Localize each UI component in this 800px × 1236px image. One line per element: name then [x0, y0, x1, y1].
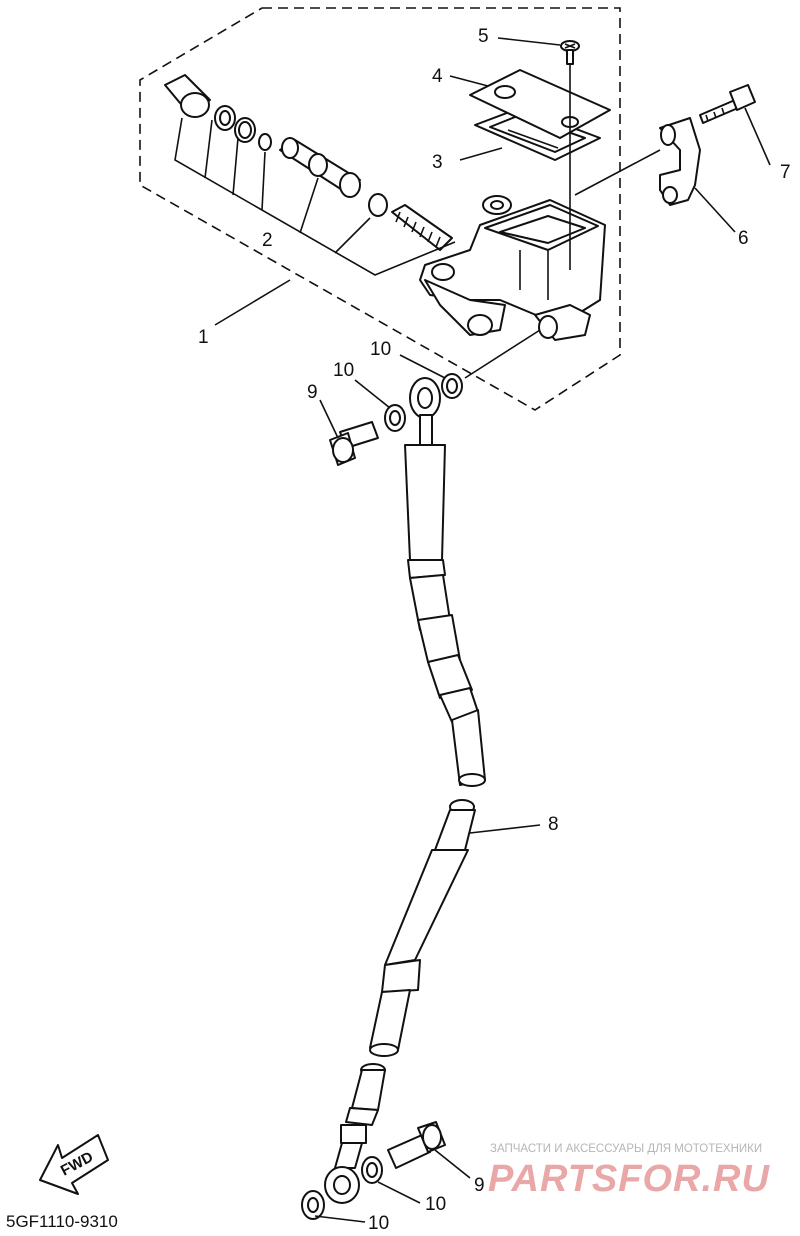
- clamp-leader-line: [574, 149, 661, 196]
- callout-7: 7: [780, 162, 791, 183]
- lower-washer-right: [361, 1156, 383, 1184]
- callout-10-upper-right: 10: [370, 339, 391, 360]
- brake-hose: [324, 377, 486, 1204]
- cap-screw: [560, 40, 580, 270]
- banjo-alignment-line: [464, 329, 541, 379]
- leader-1: [214, 279, 291, 326]
- leader-8: [469, 824, 541, 834]
- leader-9-lower: [434, 1149, 471, 1179]
- clamp-bolt: [699, 84, 756, 124]
- leader-3: [459, 147, 503, 161]
- leader-4: [449, 75, 489, 87]
- callout-6: 6: [738, 228, 749, 249]
- reservoir-cap: [469, 69, 611, 139]
- watermark-brand: PARTSFOR.RU: [488, 1158, 770, 1200]
- kit-leader-lines: [174, 117, 456, 276]
- watermark-tagline: ЗАПЧАСТИ И АКСЕССУАРЫ ДЛЯ МОТОТЕХНИКИ: [490, 1143, 762, 1155]
- callout-10-lower-right: 10: [425, 1194, 446, 1215]
- upper-washer-left: [384, 404, 406, 432]
- callout-5: 5: [478, 26, 489, 47]
- forward-direction-arrow: FWD: [39, 1134, 109, 1195]
- piston-kit: [164, 74, 453, 251]
- leader-10-upper-left: [354, 379, 391, 409]
- callout-9-lower: 9: [474, 1175, 485, 1196]
- callout-1: 1: [198, 327, 209, 348]
- lower-banjo-bolt: [387, 1121, 446, 1169]
- callout-10-lower-left: 10: [368, 1213, 389, 1234]
- callout-10-upper-left: 10: [333, 360, 354, 381]
- callout-3: 3: [432, 152, 443, 173]
- diagram-code: 5GF1110-9310: [6, 1212, 118, 1231]
- leader-5: [497, 37, 561, 46]
- callout-4: 4: [432, 66, 443, 87]
- callout-2: 2: [262, 230, 273, 251]
- lower-washer-left: [301, 1190, 325, 1220]
- callout-9-upper: 9: [307, 382, 318, 403]
- upper-banjo-bolt: [329, 421, 379, 466]
- master-cylinder-body: [419, 195, 606, 341]
- leader-10-lower-left: [314, 1215, 366, 1223]
- callout-8: 8: [548, 814, 559, 835]
- master-cylinder-assembly-outline: [139, 7, 621, 411]
- leader-10-upper-right: [399, 354, 446, 379]
- handlebar-clamp: [659, 117, 701, 206]
- diaphragm: [474, 107, 601, 161]
- leader-9-upper: [319, 399, 339, 439]
- leader-6: [694, 187, 736, 233]
- leader-7: [744, 107, 771, 166]
- upper-washer-right: [441, 373, 463, 399]
- leader-10-lower-right: [377, 1181, 421, 1204]
